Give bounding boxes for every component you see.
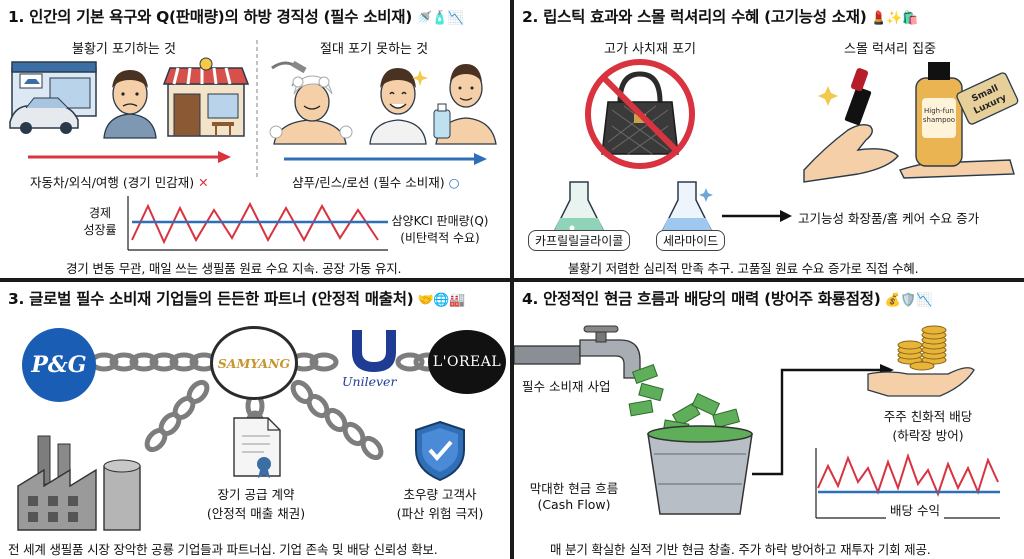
panel4-caption: 매 분기 확실한 실적 기반 현금 창출. 주가 하락 방어하고 재투자 기회 … (550, 542, 931, 557)
panel1-title: 1. 인간의 기본 욕구와 Q(판매량)의 하방 경직성 (필수 소비재)🚿🧴📉 (8, 8, 464, 26)
panel3-title-emoji: 🤝🌐🏭 (417, 293, 466, 308)
cash-flow-label: 막대한 현금 흐름 (Cash Flow) (529, 481, 619, 512)
customer-label: 초우량 고객사 (파산 위험 극저) (396, 487, 484, 521)
panel-cash-flow-dividend: 4. 안정적인 현금 흐름과 배당의 매력 (방어주 화룡점정)💰🛡️📉 필수 … (514, 282, 1024, 559)
dashed-separator (256, 40, 258, 180)
bottle-text-2: shampoo (923, 116, 955, 124)
sales-volume-label: 삼양KCI 판매량(Q) (비탄력적 수요) (391, 214, 489, 245)
bottle-text-1: High-fun (924, 107, 954, 115)
panel-global-partners: 3. 글로벌 필수 소비재 기업들의 든든한 파트너 (안정적 매출처)🤝🌐🏭 … (0, 282, 510, 559)
panel3-title: 3. 글로벌 필수 소비재 기업들의 든든한 파트너 (안정적 매출처)🤝🌐🏭 (8, 290, 466, 308)
panel1-caption: 경기 변동 무관, 매일 쓰는 생필품 원료 수요 지속. 공장 가동 유지. (66, 261, 402, 276)
panel2-caption: 불황기 저렴한 심리적 만족 추구. 고품질 원료 수요 증가로 직접 수혜. (568, 261, 919, 276)
contract-document-icon (233, 417, 281, 478)
factory-icon (17, 435, 141, 531)
panel1-title-emoji: 🚿🧴📉 (415, 11, 464, 26)
contract-label: 장기 공급 계약 (안정적 매출 채권) (206, 487, 306, 521)
panel-essential-needs: 1. 인간의 기본 욕구와 Q(판매량)의 하방 경직성 (필수 소비재)🚿🧴📉… (0, 0, 510, 278)
red-trend-arrow (28, 151, 231, 163)
unilever-u-icon (352, 330, 396, 372)
demand-arrow (722, 210, 792, 222)
samyang-logo: SAMYANG (210, 326, 298, 400)
dividend-label: 주주 친화적 배당 (하락장 방어) (883, 409, 973, 443)
cash-bucket-icon (628, 363, 753, 515)
growth-rate-line (131, 201, 379, 245)
restaurant-icon (162, 57, 250, 137)
lipstick-and-shampoo-icon: High-fun shampoo Small Luxury (803, 62, 1019, 183)
stock-price-line (817, 452, 999, 497)
dividend-yield-label: 배당 수익 (886, 500, 944, 519)
right-header: 절대 포기 못하는 것 (320, 42, 429, 57)
faucet-icon (514, 325, 641, 379)
cyclical-goods-label: 자동차/외식/여행 (경기 민감재) ✕ (30, 175, 209, 190)
security-shield-icon (415, 420, 465, 482)
faucet-label: 필수 소비재 사업 (522, 379, 611, 394)
shower-man-icon (269, 60, 353, 145)
blue-trend-arrow (284, 153, 487, 165)
panel2-title-emoji: 💄✨🛍️ (870, 11, 919, 26)
essential-goods-label: 샴푸/린스/로션 (필수 소비재) ○ (292, 175, 460, 190)
growth-rate-label: 경제 성장률 (83, 206, 117, 237)
happy-man-icon (369, 68, 428, 145)
horizontal-divider (0, 278, 1024, 282)
panel4-title-emoji: 💰🛡️📉 (884, 293, 933, 308)
prohibited-handbag-icon (585, 59, 695, 169)
car-dealership-icon (9, 61, 97, 134)
flask-caprylyl-glycol-label: 카프릴릴글라이콜 (528, 230, 631, 251)
lotion-man-icon (433, 64, 497, 145)
small-luxury-tag: Small Luxury (956, 72, 1019, 125)
panel2-title: 2. 립스틱 효과와 스몰 럭셔리의 수혜 (고기능성 소재)💄✨🛍️ (522, 8, 919, 26)
unilever-logo-text: Unilever (342, 374, 397, 389)
panel4-title: 4. 안정적인 현금 흐름과 배당의 매력 (방어주 화룡점정)💰🛡️📉 (522, 290, 933, 308)
panel3-caption: 전 세계 생필품 시장 장악한 공룡 기업들과 파트너십. 기업 존속 및 배당… (8, 542, 438, 557)
cross-mark: ✕ (198, 175, 209, 190)
worried-man-icon (103, 70, 157, 139)
left-header: 고가 사치재 포기 (604, 42, 696, 57)
panel-lipstick-effect: 2. 립스틱 효과와 스몰 럭셔리의 수혜 (고기능성 소재)💄✨🛍️ 고가 사… (514, 0, 1024, 278)
pg-logo: P&G (22, 328, 96, 402)
circle-mark: ○ (448, 175, 460, 190)
right-header: 스몰 럭셔리 집중 (844, 42, 936, 57)
demand-increase-label: 고기능성 화장품/홈 케어 수요 증가 (798, 211, 980, 226)
left-header: 불황기 포기하는 것 (72, 42, 176, 57)
loreal-logo: L'OREAL (428, 330, 506, 394)
coins-hand-icon (867, 325, 975, 397)
flask-ceramide-label: 세라마이드 (656, 230, 726, 251)
growth-vs-sales-chart (127, 196, 388, 251)
